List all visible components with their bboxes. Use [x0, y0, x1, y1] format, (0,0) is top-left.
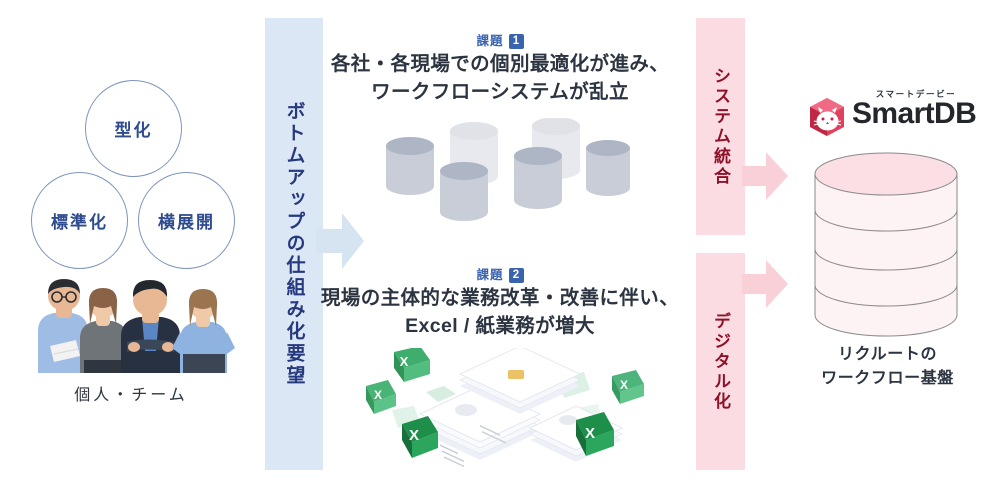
- issue-1-tag-text: 課題: [476, 34, 504, 48]
- people-caption-text: 個人・チーム: [74, 387, 188, 404]
- system-integration-band-label: システム統合: [711, 66, 730, 187]
- svg-text:X: X: [409, 427, 419, 444]
- circle-label: 型化: [114, 121, 153, 140]
- smartdb-cube-icon: [810, 98, 844, 136]
- cylinder-icon: [514, 147, 562, 209]
- svg-text:X: X: [400, 354, 409, 369]
- issue-1-heading: 各社・各現場での個別最適化が進み、 ワークフローシステムが乱立: [320, 50, 680, 107]
- issue-1-line-1: 各社・各現場での個別最適化が進み、: [330, 53, 670, 75]
- digitalization-band: [696, 253, 745, 470]
- person-3-icon: [121, 280, 180, 373]
- bottom-up-band: [265, 18, 323, 470]
- svg-text:X: X: [620, 378, 628, 392]
- cylinder-icon: [386, 137, 434, 195]
- database-cylinder-icon: [814, 152, 958, 337]
- paper-and-excel-illustration: X X X X X: [366, 348, 644, 468]
- bottom-up-band-label: ボトムアップの仕組み化要望: [283, 101, 305, 387]
- issue-2-line-2: Excel / 紙業務が増大: [405, 315, 595, 338]
- excel-icon: X: [402, 416, 438, 458]
- svg-text:X: X: [374, 388, 382, 402]
- digitalization-band-label: デジタル化: [711, 311, 730, 412]
- cylinder-icon: [586, 140, 630, 196]
- issue-1-line-2: ワークフローシステムが乱立: [371, 81, 629, 104]
- circle-hyoujunka: 標準化: [31, 172, 128, 269]
- cylinder-icon: [440, 162, 488, 221]
- circle-katatsuka: 型化: [85, 80, 182, 177]
- issue-2-line-1: 現場の主体的な業務改革・改善に伴い、: [320, 287, 680, 309]
- svg-text:X: X: [585, 425, 595, 442]
- result-caption-line-1: リクルートの: [837, 346, 938, 363]
- issue-1-tag: 課題 1: [330, 30, 670, 49]
- scattered-systems-illustration: [386, 118, 630, 221]
- system-integration-band: [696, 18, 745, 235]
- excel-icon: X: [612, 370, 644, 404]
- issue-1-number-badge: 1: [508, 34, 524, 49]
- circle-yokotenkai: 横展開: [138, 172, 235, 269]
- pink-flow-arrow-icon: [742, 152, 788, 200]
- issue-2-heading: 現場の主体的な業務改革・改善に伴い、 Excel / 紙業務が増大: [320, 284, 680, 341]
- issue-2-number-badge: 2: [508, 268, 524, 283]
- result-caption-line-2: ワークフロー基盤: [821, 370, 954, 387]
- blue-flow-arrow-icon: [316, 213, 364, 269]
- people-caption: 個人・チーム: [0, 381, 262, 405]
- paper-stack-top: [459, 348, 581, 444]
- people-illustration: [38, 279, 235, 373]
- circle-label: 横展開: [158, 213, 215, 232]
- excel-icon: X: [394, 348, 430, 382]
- excel-icon: X: [576, 412, 614, 456]
- smartdb-logo-ruby: スマートデービー: [875, 89, 957, 99]
- smartdb-logo: スマートデービー SmartDB: [806, 88, 978, 140]
- person-1-icon: [38, 279, 88, 373]
- pink-flow-arrow-icon: [742, 260, 788, 308]
- smartdb-wordmark: SmartDB: [852, 97, 977, 130]
- excel-icon: X: [366, 380, 396, 414]
- circle-label: 標準化: [51, 213, 108, 232]
- issue-2-tag: 課題 2: [330, 264, 670, 283]
- result-caption: リクルートの ワークフロー基盤: [780, 343, 995, 391]
- person-2-icon: [80, 288, 127, 373]
- person-4-icon: [172, 289, 235, 373]
- issue-2-tag-text: 課題: [476, 268, 504, 282]
